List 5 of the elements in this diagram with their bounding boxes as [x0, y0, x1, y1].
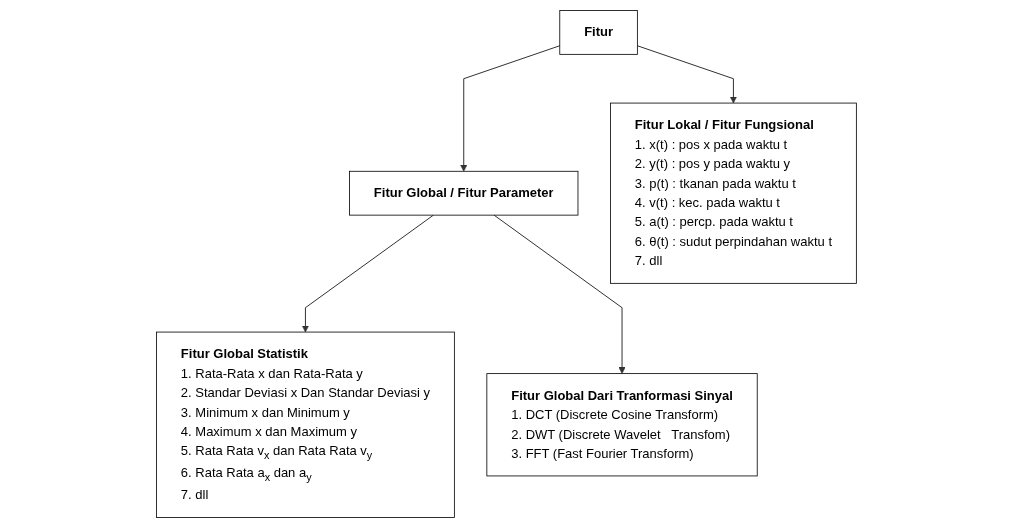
node-box: Fitur	[558, 10, 638, 55]
node-box: Fitur Global Statistik 1. Rata-Rata x dan Rata-Rata y 2. Standar Deviasi x Dan Standar Deviasi y 3. Minimum x dan Minimum y 4. Maximum x dan Maximum y 5. Rata Rata v$_{x}$ dan Rata Rata v$_{y}$ 6. Rata Rata a$_{x}$ dan a$_{y}$ 7. dll	[155, 331, 455, 518]
node-box: Fitur Lokal / Fitur Fungsional 1. x(t) : pos x pada waktu t 2. y(t) : pos y pada waktu y 3. p(t) : tkanan pada waktu t 4. v(t) : kec. pada waktu t 5. a(t) : percp. pada waktu t 6. θ(t) : sudut perpindahan waktu t 7. dll	[609, 102, 857, 284]
node-box: Fitur Global / Fitur Parameter	[348, 170, 578, 216]
node-box: Fitur Global Dari Tranformasi Sinyal 1. DCT (Discrete Cosine Transform) 2. DWT (Discrete Wavelet Transfom) 3. FFT (Fast Fourier Transform)	[486, 373, 758, 477]
